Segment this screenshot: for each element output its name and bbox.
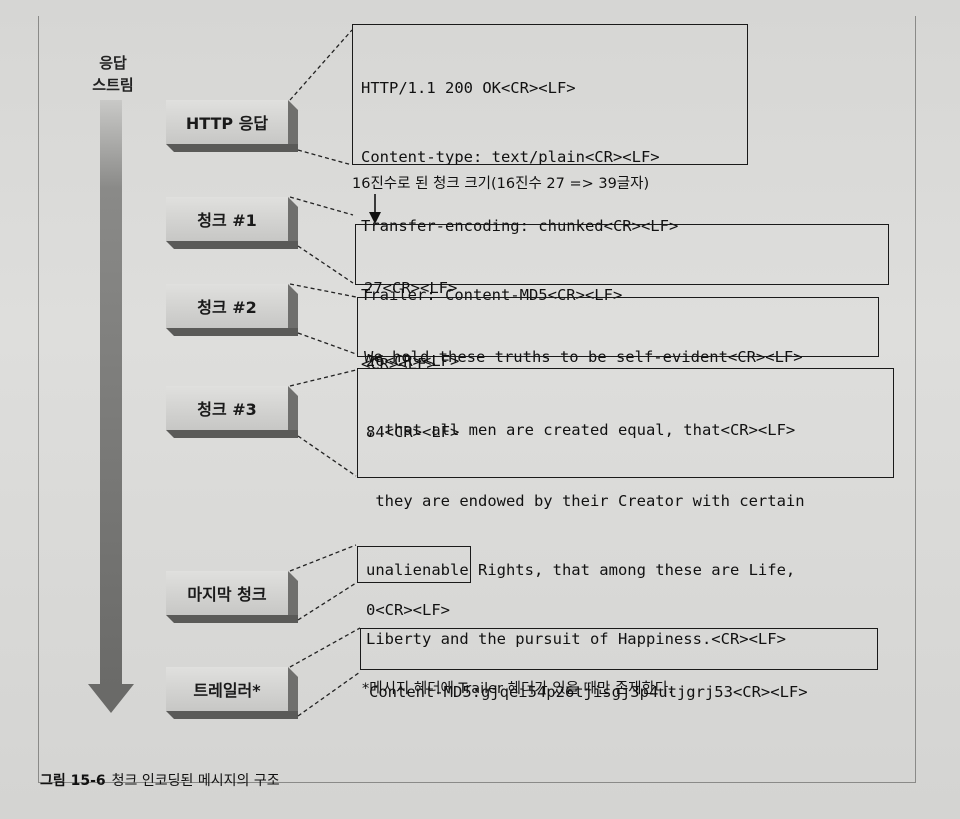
chunk-1-box: 27<CR><LF> We hold these truths to be se… <box>355 224 889 366</box>
block-last-chunk: 마지막 청크 <box>166 571 298 623</box>
box-line: Content-type: text/plain<CR><LF> <box>361 148 660 166</box>
box-line: Content-MD5:gjqei54p26tjisgj3p4utjgrj53<… <box>369 683 808 701</box>
box-line: unalienable Rights, that among these are… <box>366 561 796 579</box>
block-http-response: HTTP 응답 <box>166 100 298 152</box>
block-chunk-2: 청크 #2 <box>166 284 298 336</box>
box-line: 26<CR><LF> <box>366 352 460 370</box>
block-label: 청크 #2 <box>166 284 288 328</box>
block-label: 마지막 청크 <box>166 571 288 615</box>
trailer-box: Content-MD5:gjqei54p26tjisgj3p4utjgrj53<… <box>360 628 878 701</box>
block-label: HTTP 응답 <box>166 100 288 144</box>
chunk-2-box: 26<CR><LF> , that all men are created eq… <box>357 297 879 439</box>
chunk-3-box: 84<CR><LF> they are endowed by their Cre… <box>357 368 894 648</box>
figure-frame <box>38 16 916 783</box>
box-line: they are endowed by their Creator with c… <box>366 492 805 510</box>
trailer-note: *메시지 헤더에 Trailer 헤더가 있을 때만 존재한다. <box>362 681 673 697</box>
box-line: Liberty and the pursuit of Happiness.<CR… <box>366 630 786 648</box>
pointer-arrow-icon <box>369 212 381 224</box>
block-label: 청크 #1 <box>166 197 288 241</box>
response-stream-label: 응답 스트림 <box>84 52 142 96</box>
box-line: , that all men are created equal, that<C… <box>366 421 796 439</box>
figure-caption: 그림 15-6 청크 인코딩된 메시지의 구조 <box>40 770 280 790</box>
figure-number: 그림 15-6 <box>40 773 106 789</box>
box-line: We hold these truths to be self-evident<… <box>364 348 803 366</box>
block-chunk-3: 청크 #3 <box>166 386 298 438</box>
chunk-size-note: 16진수로 된 청크 크기(16진수 27 => 39글자) <box>352 176 650 192</box>
stream-label-line-2: 스트림 <box>92 76 134 94</box>
block-chunk-1: 청크 #1 <box>166 197 298 249</box>
figure-title: 청크 인코딩된 메시지의 구조 <box>111 773 280 789</box>
last-chunk-box: 0<CR><LF> <box>357 546 471 619</box>
block-label: 트레일러* <box>166 667 288 711</box>
box-line: Transfer-encoding: chunked<CR><LF> <box>361 217 679 235</box>
http-response-box: HTTP/1.1 200 OK<CR><LF> Content-type: te… <box>352 24 748 373</box>
box-line: 84<CR><LF> <box>366 423 460 441</box>
box-line: 27<CR><LF> <box>364 279 458 297</box>
stream-label-line-1: 응답 <box>99 54 127 72</box>
box-line: Trailer: Content-MD5<CR><LF> <box>361 286 623 304</box>
box-line: HTTP/1.1 200 OK<CR><LF> <box>361 79 576 97</box>
block-trailer: 트레일러* <box>166 667 298 719</box>
box-line: 0<CR><LF> <box>366 601 450 619</box>
block-label: 청크 #3 <box>166 386 288 430</box>
